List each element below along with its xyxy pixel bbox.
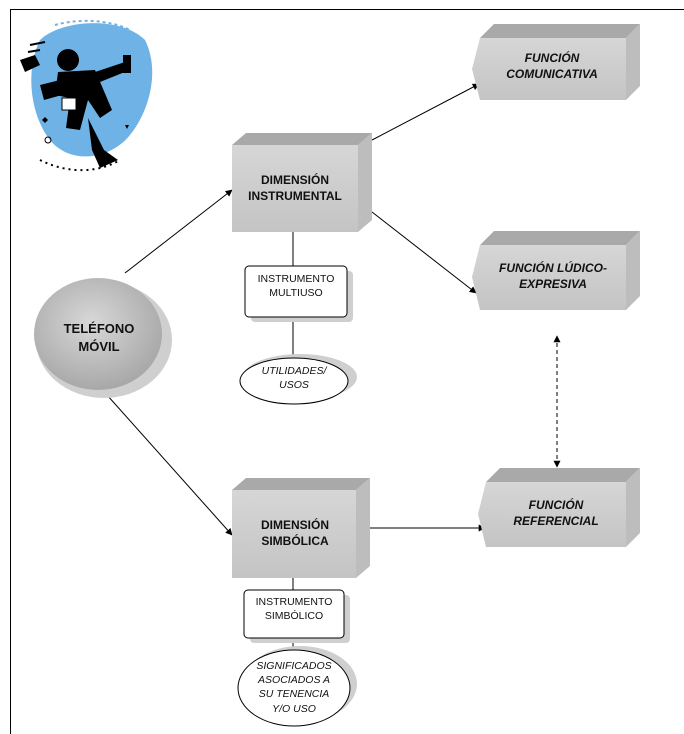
utilidades-ellipse bbox=[239, 354, 357, 405]
instrumento-multiuso-box bbox=[244, 265, 353, 322]
edge-telefono-instrumental bbox=[124, 189, 233, 274]
instrumento-simbolico-label: INSTRUMENTO SIMBÓLICO bbox=[255, 596, 333, 623]
telefono-node bbox=[34, 278, 172, 398]
telefono-label: TELÉFONO MÓVIL bbox=[63, 321, 135, 354]
funcion-ludico-label: FUNCIÓN LÚDICO-EXPRESIVA bbox=[499, 261, 607, 292]
significados-ellipse bbox=[237, 646, 357, 727]
edge-telefono-simbolica bbox=[106, 394, 233, 536]
dim-instrumental-label: DIMENSIÓN INSTRUMENTAL bbox=[248, 173, 342, 204]
significados-label: SIGNIFICADOS ASOCIADOS A SU TENENCIA Y/O… bbox=[256, 660, 332, 715]
dim-instrumental-box bbox=[232, 133, 372, 232]
funcion-comunicativa-box bbox=[472, 24, 640, 100]
funcion-ludico-box bbox=[472, 231, 640, 310]
document-frame bbox=[10, 9, 684, 734]
instrumento-simbolico-box bbox=[243, 589, 350, 643]
funcion-comunicativa-label: FUNCIÓN COMUNICATIVA bbox=[506, 51, 598, 82]
utilidades-label: UTILIDADES/ USOS bbox=[261, 365, 327, 392]
person-with-phone-icon bbox=[20, 19, 153, 172]
edge-instrumental-comunicativa bbox=[371, 83, 480, 141]
dim-simbolica-label: DIMENSIÓN SIMBÓLICA bbox=[260, 518, 329, 549]
instrumento-multiuso-label: INSTRUMENTO MULTIUSO bbox=[257, 273, 335, 300]
edge-instrumental-ludico bbox=[371, 211, 477, 294]
funcion-referencial-box bbox=[478, 468, 640, 547]
funcion-referencial-label: FUNCIÓN REFERENCIAL bbox=[513, 498, 599, 529]
dim-simbolica-box bbox=[232, 478, 370, 578]
